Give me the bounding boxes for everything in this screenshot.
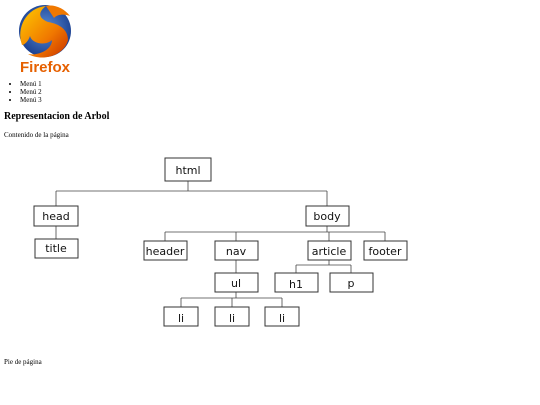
node-head-label: head: [42, 210, 69, 223]
node-li-2-label: li: [229, 312, 235, 325]
node-ul: ul: [214, 272, 259, 293]
node-p-label: p: [348, 277, 355, 290]
node-html: html: [164, 157, 212, 182]
page-title: Representacion de Arbol: [4, 111, 110, 122]
node-article: article: [307, 240, 352, 261]
firefox-logo: Firefox: [19, 5, 71, 76]
node-title-label: title: [45, 242, 67, 255]
content-text: Contenido de la página: [4, 131, 69, 139]
node-head: head: [33, 205, 79, 227]
node-html-label: html: [175, 164, 200, 177]
node-footer: footer: [363, 240, 408, 261]
node-body: body: [305, 205, 350, 227]
menu-item-3[interactable]: Menú 3: [20, 96, 42, 104]
menu-item-1[interactable]: Menú 1: [20, 80, 42, 88]
node-li-3: li: [264, 306, 300, 327]
node-li-1: li: [163, 306, 199, 327]
menu-item-2[interactable]: Menú 2: [20, 88, 42, 96]
node-ul-label: ul: [231, 277, 241, 290]
node-li-2: li: [214, 306, 250, 327]
node-li-1-label: li: [178, 312, 184, 325]
node-footer-label: footer: [369, 245, 402, 258]
node-nav: nav: [214, 240, 259, 261]
node-h1-label: h1: [289, 278, 303, 291]
node-nav-label: nav: [226, 245, 247, 258]
node-header: header: [143, 240, 188, 261]
node-title: title: [34, 238, 79, 259]
node-li-3-label: li: [279, 312, 285, 325]
nav-menu: Menú 1 Menú 2 Menú 3: [20, 80, 42, 104]
footer-text: Pie de página: [4, 358, 42, 366]
svg-text:Firefox: Firefox: [20, 59, 71, 76]
tree-edges: [55, 181, 386, 307]
node-body-label: body: [313, 210, 341, 223]
node-article-label: article: [312, 245, 347, 258]
dom-tree-diagram: html head body title header nav article …: [33, 157, 408, 327]
node-h1: h1: [274, 272, 319, 293]
node-header-label: header: [146, 245, 185, 258]
node-p: p: [329, 272, 374, 293]
